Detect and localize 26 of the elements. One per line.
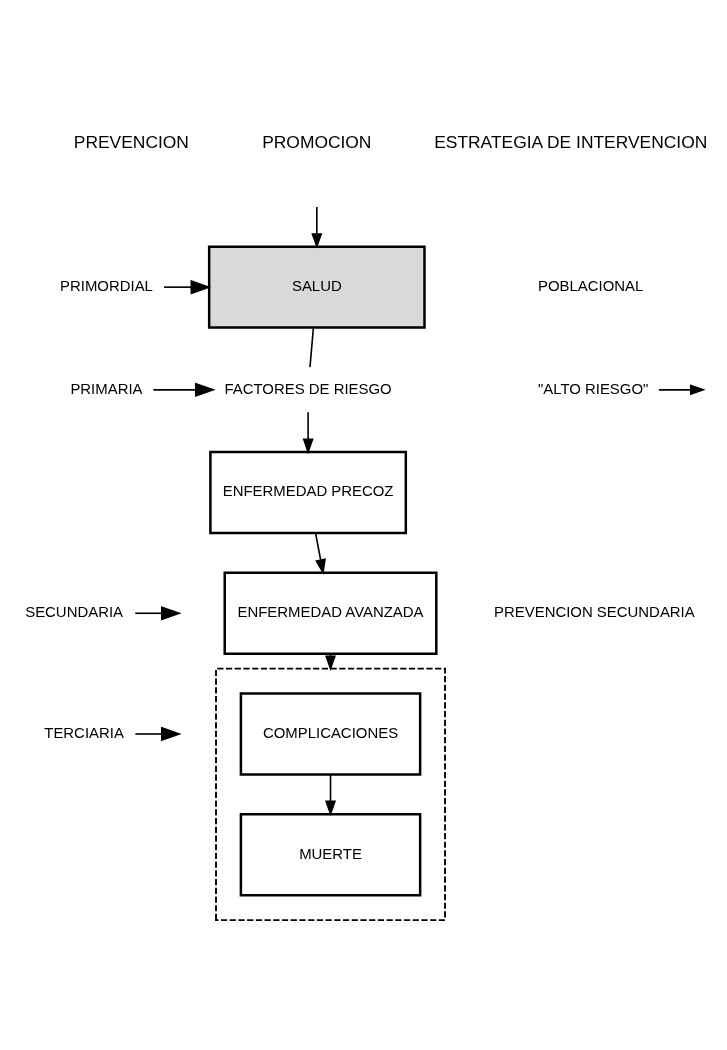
node-text: SECUNDARIA: [25, 602, 124, 620]
arrow: [658, 383, 706, 395]
arrow: [302, 411, 314, 454]
connector: [309, 326, 315, 368]
node-text: PRIMORDIAL: [60, 276, 153, 294]
node-text: TERCIARIA: [44, 723, 124, 741]
label: PROMOCION: [262, 131, 372, 152]
label: ESTRATEGIA DE INTERVENCION: [434, 131, 708, 152]
node-box: MUERTE: [239, 812, 422, 896]
label: PREVENCION: [73, 131, 189, 152]
label: POBLACIONAL: [537, 276, 644, 294]
label: PREVENCION SECUNDARIA: [494, 602, 695, 620]
arrow: [314, 531, 326, 575]
arrow: [311, 205, 323, 249]
node-text: "ALTO RIESGO": [537, 379, 649, 397]
node-text: FACTORES DE RIESGO: [224, 379, 392, 397]
node-box: SALUD: [207, 244, 426, 329]
node-box: ENFERMEDAD PRECOZ: [209, 450, 408, 534]
arrow: [134, 726, 182, 741]
arrow: [163, 279, 212, 294]
cluster: [215, 667, 446, 921]
arrow: [134, 605, 182, 620]
arrow: [325, 773, 336, 816]
node-box: COMPLICACIONES: [239, 691, 422, 776]
node-text: PRIMARIA: [70, 379, 143, 397]
arrow: [152, 382, 216, 397]
